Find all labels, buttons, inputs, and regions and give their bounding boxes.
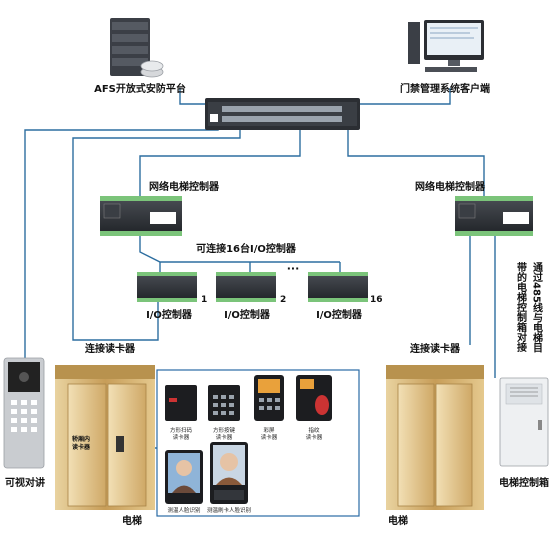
elevator-right-label: 电梯: [388, 514, 408, 527]
rs485-note-col2: 带的电梯控制箱对接: [515, 261, 527, 353]
elevator-left: [55, 365, 155, 510]
color-screen-reader-icon: [254, 375, 284, 421]
network-switch-icon: [205, 98, 360, 130]
car-reader-line2: 读卡器: [72, 443, 91, 451]
temp-card-face-label: 测温刷卡人脸识别: [207, 506, 251, 514]
server-icon: [110, 18, 164, 78]
io-controller-1-label: I/O控制器: [146, 308, 193, 321]
reader-left-label: 连接读卡器: [85, 342, 136, 355]
io-controller-2: [216, 272, 276, 302]
io-controller-16: [308, 272, 368, 302]
connect-io-label: 可连接16台I/O控制器: [196, 242, 297, 255]
fingerprint-reader-icon: [296, 375, 332, 421]
io-number-1: 1: [201, 295, 207, 305]
io-controller-1: [137, 272, 197, 302]
qr-reader-label-2: 读卡器: [173, 433, 190, 441]
reader-right-label: 连接读卡器: [410, 342, 461, 355]
car-reader-line1: 轿厢内: [72, 435, 90, 443]
color-reader-label-2: 读卡器: [261, 433, 278, 441]
fingerprint-reader-label-2: 读卡器: [306, 433, 323, 441]
qr-reader-label-1: 方形扫码: [170, 426, 193, 434]
keypad-reader-icon: [208, 385, 240, 421]
controller-left-label: 网络电梯控制器: [149, 180, 220, 193]
qr-reader-icon: [165, 385, 197, 421]
elevator-left-label: 电梯: [122, 514, 142, 527]
elevator-right: [386, 365, 484, 510]
intercom-label: 可视对讲: [5, 476, 45, 489]
elevator-control-cabinet-icon: [499, 377, 549, 467]
keypad-reader-label-1: 方形按键: [213, 426, 236, 434]
io-number-2: 2: [280, 295, 286, 305]
elevator-controller-right: [455, 196, 533, 236]
keypad-reader-label-2: 读卡器: [216, 433, 233, 441]
io-controller-16-label: I/O控制器: [316, 308, 363, 321]
io-number-16: 16: [370, 295, 383, 305]
color-reader-label-1: 彩屏: [263, 426, 275, 434]
elevator-controller-left: [100, 196, 182, 236]
client-label: 门禁管理系统客户端: [400, 82, 490, 95]
controller-right-label: 网络电梯控制器: [415, 180, 486, 193]
platform-label: AFS开放式安防平台: [94, 82, 186, 95]
video-intercom-icon: [3, 357, 45, 469]
temp-face-recognition-icon: [165, 450, 203, 504]
io-controller-2-label: I/O控制器: [224, 308, 271, 321]
client-pc-icon: [408, 20, 484, 72]
fingerprint-reader-label-1: 指纹: [308, 426, 320, 434]
rs485-note-col1: 通过485线与电梯目: [531, 262, 543, 354]
io-ellipsis: ···: [287, 262, 300, 275]
temp-face-label: 测温人脸识别: [167, 506, 200, 514]
temp-card-face-recognition-icon: [210, 442, 248, 504]
cabinet-label: 电梯控制箱: [499, 476, 549, 489]
